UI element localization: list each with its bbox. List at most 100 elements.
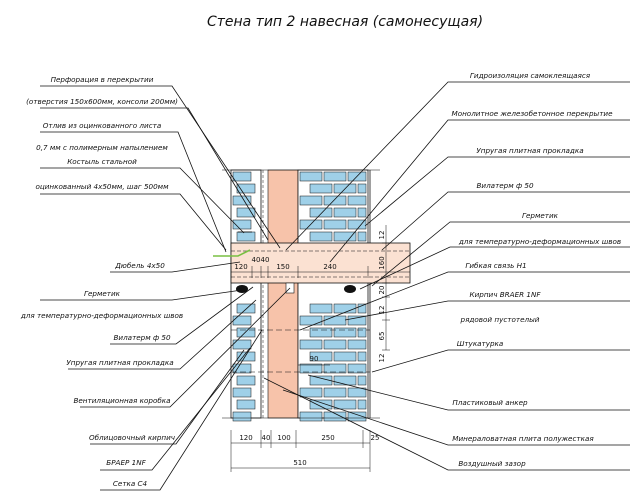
inner-brick xyxy=(357,327,367,338)
dim-right-12a: 12 xyxy=(378,231,386,240)
inner-brick xyxy=(309,399,333,410)
dim-top-40a: 40 xyxy=(252,256,261,264)
inner-brick xyxy=(323,387,347,398)
label-vent-box: Вентиляционная коробка xyxy=(73,396,170,405)
inner-brick xyxy=(347,195,367,206)
inner-brick xyxy=(333,399,357,410)
dim-top-120: 120 xyxy=(234,263,247,271)
dim-top-150: 150 xyxy=(276,263,289,271)
facing-brick xyxy=(232,363,252,374)
inner-brick xyxy=(347,411,367,422)
label-vilaterm-right: Вилатерм ф 50 xyxy=(476,181,533,190)
label-sealant-right: Герметик xyxy=(522,211,559,220)
dim-top-240: 240 xyxy=(323,263,336,271)
facing-brick xyxy=(236,231,256,242)
facing-brick xyxy=(236,183,256,194)
label-braer-brick: Кирпич BRAER 1NF xyxy=(470,290,542,299)
label-sealant-left: Герметик xyxy=(84,289,121,298)
dimension-column-right: 12 160 20 12 65 12 xyxy=(378,225,390,362)
dim-inner-90: 90 xyxy=(310,355,319,363)
label-concrete-slab: Монолитное железобетонное перекрытие xyxy=(452,109,614,118)
facing-brick xyxy=(232,219,252,230)
inner-brick xyxy=(299,171,323,182)
label-mineral-wool: Минераловатная плита полужесткая xyxy=(452,434,594,443)
dim-right-12b: 12 xyxy=(378,306,386,315)
inner-brick xyxy=(299,387,323,398)
inner-brick xyxy=(347,387,367,398)
inner-brick-wall xyxy=(297,169,369,422)
inner-brick xyxy=(357,231,367,242)
inner-brick xyxy=(347,339,367,350)
labels-right: Гидроизоляция самоклеящаяся Монолитное ж… xyxy=(263,71,630,471)
label-plaster: Штукатурка xyxy=(457,339,504,348)
facing-brick xyxy=(236,303,256,314)
dimension-inner: 90 xyxy=(298,355,330,366)
facing-brick xyxy=(236,375,256,386)
inner-brick xyxy=(347,315,367,326)
dim-right-20: 20 xyxy=(378,286,386,295)
inner-brick xyxy=(309,207,333,218)
inner-brick xyxy=(323,363,347,374)
label-mesh-c4: Сетка С4 xyxy=(113,479,148,488)
inner-brick xyxy=(323,339,347,350)
inner-brick xyxy=(309,303,333,314)
label-bracket-spec: оцинкованный 4х50мм, шаг 500мм xyxy=(35,182,169,191)
insulation-layer xyxy=(262,169,299,419)
label-perforation-size: (отверстия 150х600мм, консоли 200мм) xyxy=(26,97,178,106)
label-elastic-pad-right: Упругая плитная прокладка xyxy=(476,146,583,155)
inner-brick xyxy=(323,315,347,326)
dim-bottom-120: 120 xyxy=(239,434,252,442)
inner-brick xyxy=(309,183,333,194)
facing-brick xyxy=(232,315,252,326)
dimension-row-bottom: 120 40 100 250 25 510 xyxy=(230,430,380,472)
drawing-title: Стена тип 2 навесная (самонесущая) xyxy=(207,14,483,30)
inner-brick xyxy=(333,375,357,386)
inner-brick xyxy=(333,303,357,314)
label-flashing: Отлив из оцинкованного листа xyxy=(43,121,162,130)
inner-brick xyxy=(299,315,323,326)
label-steel-bracket: Костыль стальной xyxy=(67,157,137,166)
inner-brick xyxy=(299,363,323,374)
facing-brick xyxy=(232,387,252,398)
inner-brick xyxy=(347,363,367,374)
dim-total-510: 510 xyxy=(293,459,306,467)
inner-brick xyxy=(299,339,323,350)
dim-right-65: 65 xyxy=(378,332,386,341)
dimension-row-top: 120 40 40 150 240 xyxy=(230,256,410,278)
inner-brick xyxy=(309,327,333,338)
dim-bottom-250: 250 xyxy=(321,434,334,442)
label-braer-1nf: БРАЕР 1NF xyxy=(106,458,146,467)
label-hollow-brick: рядовой пустотелый xyxy=(460,315,540,324)
label-dowel: Дюбель 4х50 xyxy=(114,261,165,270)
label-sealant-joints-left: для температурно-деформационных швов xyxy=(20,311,183,320)
label-waterproofing: Гидроизоляция самоклеящаяся xyxy=(470,71,591,80)
inner-brick xyxy=(357,399,367,410)
label-perforation: Перфорация в перекрытии xyxy=(51,75,154,84)
labels-left: Перфорация в перекрытии (отверстия 150х6… xyxy=(20,75,291,491)
dim-top-40b: 40 xyxy=(261,256,270,264)
inner-brick xyxy=(333,231,357,242)
flashing xyxy=(213,249,251,257)
facing-brick xyxy=(236,351,256,362)
inner-brick xyxy=(309,375,333,386)
label-flexible-tie: Гибкая связь Н1 xyxy=(465,261,526,270)
inner-brick xyxy=(323,171,347,182)
dim-right-160: 160 xyxy=(378,256,386,269)
inner-brick xyxy=(357,375,367,386)
facing-brick xyxy=(236,327,256,338)
label-elastic-pad-left: Упругая плитная прокладка xyxy=(66,358,173,367)
wall-section xyxy=(213,169,411,422)
sealant-left xyxy=(236,285,248,293)
inner-brick xyxy=(357,303,367,314)
dim-bottom-100: 100 xyxy=(277,434,290,442)
label-sealant-joints-right: для температурно-деформационных швов xyxy=(458,237,621,246)
facing-brick xyxy=(236,207,256,218)
label-plastic-anchor: Пластиковый анкер xyxy=(452,398,528,407)
facing-brick-column xyxy=(230,169,262,422)
inner-brick xyxy=(357,351,367,362)
dim-bottom-25: 25 xyxy=(371,434,380,442)
dim-right-12c: 12 xyxy=(378,354,386,363)
label-air-gap: Воздушный зазор xyxy=(458,459,526,468)
inner-brick xyxy=(299,195,323,206)
inner-brick xyxy=(323,219,347,230)
